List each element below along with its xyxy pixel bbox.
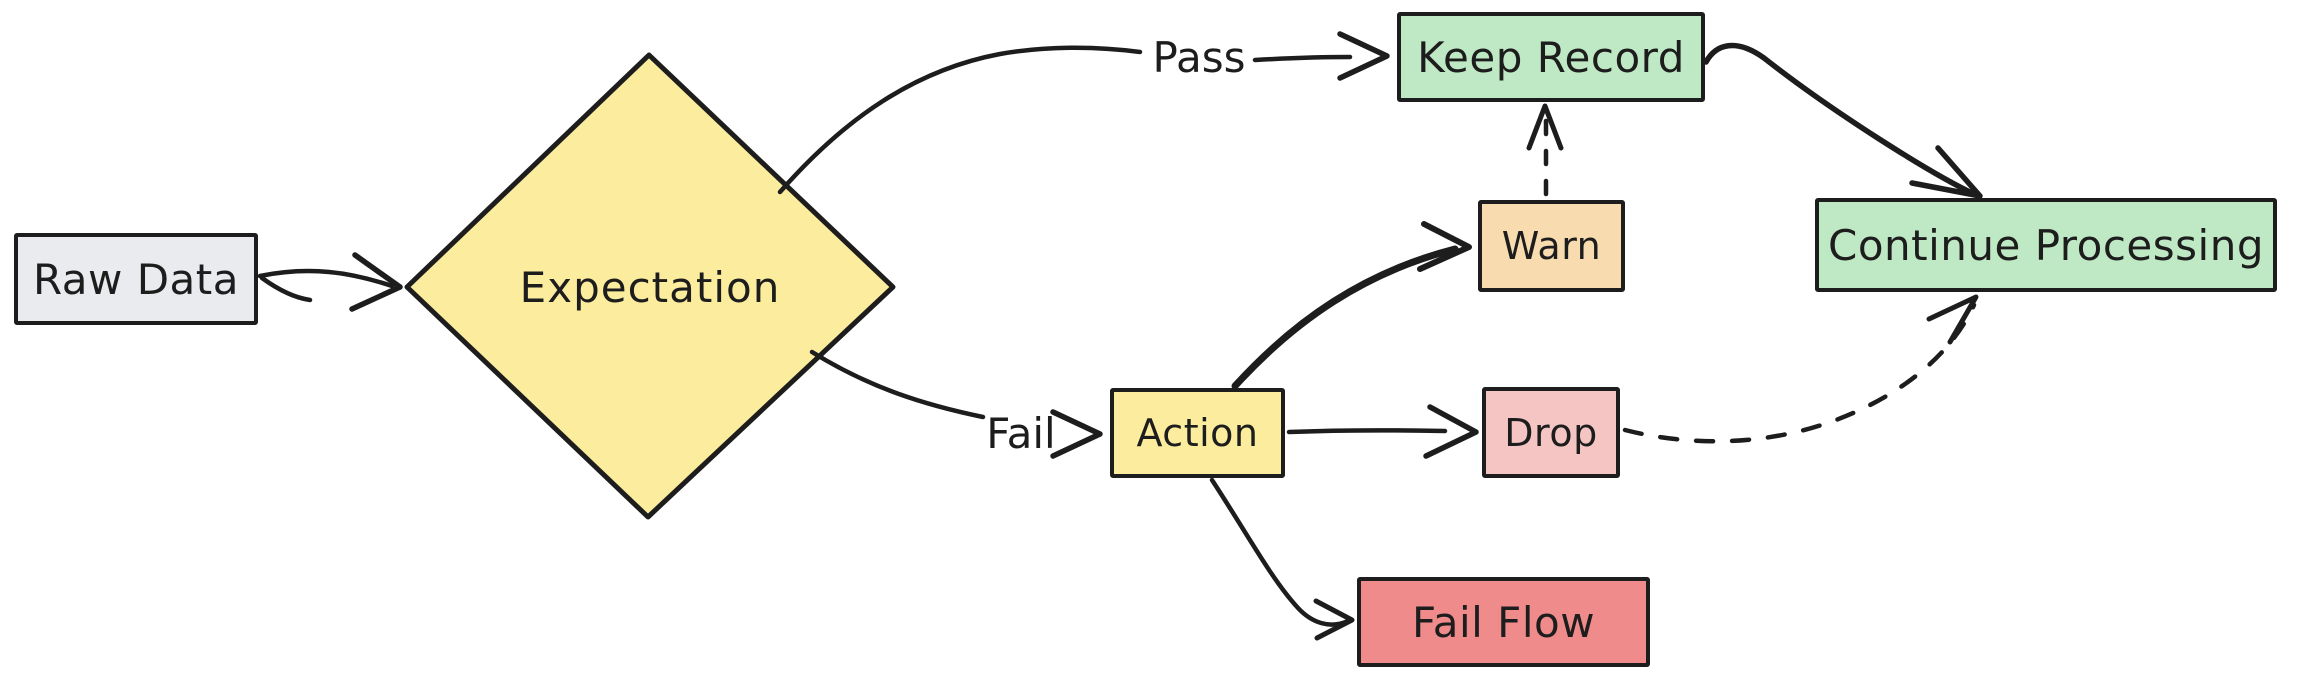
node-drop: Drop xyxy=(1482,387,1620,478)
node-raw-data-label: Raw Data xyxy=(33,254,239,304)
edge-action-failflow xyxy=(1209,477,1351,627)
node-action: Action xyxy=(1110,388,1285,478)
arrowhead-continue-top xyxy=(1909,145,1983,199)
arrowhead-expectation xyxy=(349,252,403,312)
edge-rawdata-tail-hook xyxy=(259,275,313,303)
node-warn-label: Warn xyxy=(1501,224,1602,268)
edge-action-drop xyxy=(1286,428,1448,435)
node-continue-processing-label: Continue Processing xyxy=(1828,220,2264,270)
node-fail-flow-label: Fail Flow xyxy=(1411,597,1596,647)
edge-action-warn xyxy=(1231,245,1459,390)
node-drop-label: Drop xyxy=(1504,410,1598,455)
edge-rawdata-expectation xyxy=(257,268,395,289)
arrowhead-keep-record xyxy=(1337,31,1390,81)
edge-label-pass: Pass xyxy=(1152,32,1246,82)
edge-pass-curve xyxy=(777,45,1143,195)
edge-label-fail: Fail xyxy=(986,408,1056,458)
edge-keeprecord-continue xyxy=(1703,42,1977,197)
arrowhead-warn xyxy=(1417,221,1472,272)
node-expectation: Expectation xyxy=(460,250,840,324)
node-raw-data: Raw Data xyxy=(14,233,258,325)
arrowhead-keep-record-bottom xyxy=(1526,103,1564,151)
arrowhead-drop xyxy=(1423,404,1479,459)
arrowhead-continue-bottom xyxy=(1926,294,1979,345)
node-fail-flow: Fail Flow xyxy=(1357,577,1650,667)
node-keep-record-label: Keep Record xyxy=(1417,32,1685,82)
node-action-label: Action xyxy=(1136,411,1259,455)
node-continue-processing: Continue Processing xyxy=(1815,198,2277,292)
edge-fail-curve xyxy=(809,349,986,420)
arrowhead-action xyxy=(1050,409,1103,459)
node-expectation-label: Expectation xyxy=(519,262,781,312)
node-keep-record: Keep Record xyxy=(1397,12,1705,102)
arrowhead-fail-flow xyxy=(1313,598,1355,641)
edge-drop-continue xyxy=(1622,302,1977,444)
node-warn: Warn xyxy=(1478,200,1625,292)
expectation-diamond-shape xyxy=(404,52,896,520)
edge-pass-shaft xyxy=(1252,54,1353,63)
